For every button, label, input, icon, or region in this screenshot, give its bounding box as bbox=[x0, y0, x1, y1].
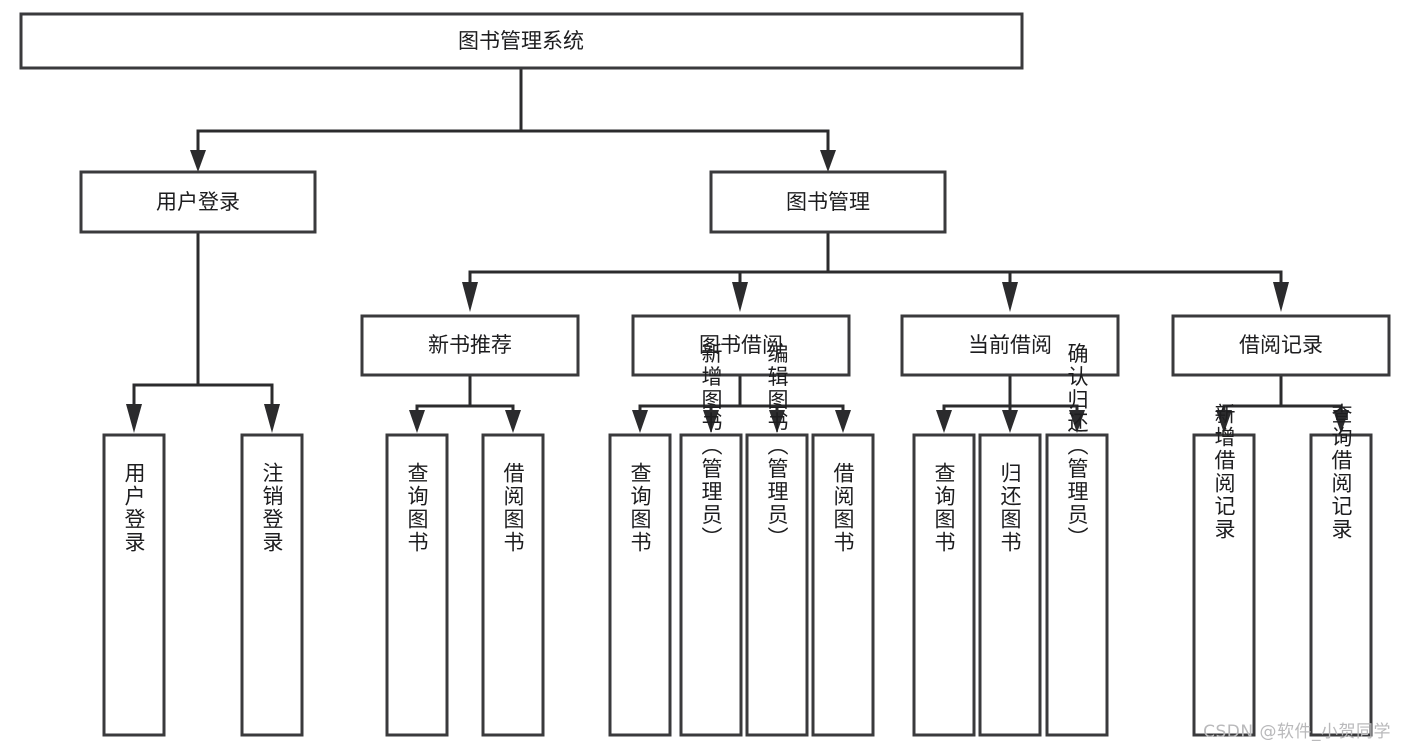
node-borrow-records-label: 借阅记录 bbox=[1239, 333, 1323, 357]
arrow-currentborrow-leaf-2 bbox=[1002, 410, 1018, 433]
node-book-borrow-box[interactable] bbox=[631, 314, 851, 377]
leaf-borrow-query-book-box[interactable] bbox=[608, 433, 672, 737]
connector-bookmanage-to-level3 bbox=[468, 230, 1283, 292]
arrow-to-borrow-records bbox=[1273, 282, 1289, 312]
leaf-records-add-record[interactable]: 新增借阅记录 bbox=[1192, 403, 1256, 737]
connector-layer bbox=[126, 66, 1349, 433]
arrow-newbook-leaf-1 bbox=[409, 410, 425, 433]
arrow-bookborrow-leaf-4 bbox=[835, 410, 851, 433]
leaf-records-query-record-label: 查询借阅记录 bbox=[1329, 403, 1353, 541]
leaf-current-query-book[interactable]: 查询图书 bbox=[912, 433, 976, 737]
node-user-login[interactable]: 用户登录 bbox=[79, 170, 317, 234]
arrow-bookborrow-leaf-2 bbox=[703, 410, 719, 433]
leaf-borrow-add-book-label: 新增图书（管理员） bbox=[699, 343, 723, 550]
leaf-borrow-edit-book[interactable]: 编辑图书（管理员） bbox=[745, 343, 809, 737]
arrow-records-leaf-1 bbox=[1216, 410, 1232, 433]
leaf-borrow-query-book-label: 查询图书 bbox=[628, 462, 652, 554]
leaf-current-confirm-return-box[interactable] bbox=[1045, 433, 1109, 737]
leaf-current-confirm-return[interactable]: 确认归还（管理员） bbox=[1045, 343, 1109, 737]
leaf-borrow-add-book[interactable]: 新增图书（管理员） bbox=[679, 343, 743, 737]
leaf-user-login[interactable]: 用户登录 bbox=[102, 433, 166, 737]
leaf-newbook-borrow-book-label: 借阅图书 bbox=[501, 462, 525, 554]
leaf-records-add-record-label: 新增借阅记录 bbox=[1212, 403, 1236, 541]
node-new-book-recommend-label: 新书推荐 bbox=[428, 333, 512, 357]
leaf-user-login-box[interactable] bbox=[102, 433, 166, 737]
connector-newbook-to-leaves bbox=[415, 373, 515, 418]
leaf-borrow-borrow-book-box[interactable] bbox=[811, 433, 875, 737]
leaf-current-return-book-box[interactable] bbox=[978, 433, 1042, 737]
leaf-logout-box[interactable] bbox=[240, 433, 304, 737]
leaf-current-query-book-box[interactable] bbox=[912, 433, 976, 737]
node-root-label: 图书管理系统 bbox=[458, 29, 584, 53]
leaf-borrow-edit-book-box[interactable] bbox=[745, 433, 809, 737]
arrow-to-leaf-user-login bbox=[126, 404, 142, 433]
arrow-to-book-manage bbox=[820, 150, 836, 172]
arrow-records-leaf-2 bbox=[1333, 410, 1349, 433]
arrow-to-new-book-rec bbox=[462, 282, 478, 312]
node-new-book-recommend-box[interactable] bbox=[360, 314, 580, 377]
leaf-borrow-borrow-book[interactable]: 借阅图书 bbox=[811, 433, 875, 737]
leaf-current-return-book-label: 归还图书 bbox=[998, 462, 1022, 554]
node-new-book-recommend[interactable]: 新书推荐 bbox=[360, 314, 580, 377]
leaf-borrow-edit-book-label: 编辑图书（管理员） bbox=[765, 343, 789, 550]
connector-records-to-leaves bbox=[1222, 373, 1343, 418]
leaf-newbook-query-book-label: 查询图书 bbox=[405, 462, 429, 554]
node-user-login-box[interactable] bbox=[79, 170, 317, 234]
node-book-borrow[interactable]: 图书借阅 bbox=[631, 314, 851, 377]
arrow-newbook-leaf-2 bbox=[505, 410, 521, 433]
arrow-to-book-borrow bbox=[732, 282, 748, 312]
node-current-borrow-label: 当前借阅 bbox=[968, 333, 1052, 357]
arrow-bookborrow-leaf-1 bbox=[632, 410, 648, 433]
leaf-newbook-borrow-book-box[interactable] bbox=[481, 433, 545, 737]
arrow-to-leaf-logout bbox=[264, 404, 280, 433]
leaf-current-return-book[interactable]: 归还图书 bbox=[978, 433, 1042, 737]
leaf-newbook-borrow-book[interactable]: 借阅图书 bbox=[481, 433, 545, 737]
arrow-bookborrow-leaf-3 bbox=[769, 410, 785, 433]
leaf-user-login-label: 用户登录 bbox=[122, 462, 146, 554]
arrow-to-user-login bbox=[190, 150, 206, 172]
connector-bookborrow-to-leaves bbox=[638, 373, 845, 418]
leaf-borrow-query-book[interactable]: 查询图书 bbox=[608, 433, 672, 737]
node-book-management-label: 图书管理 bbox=[786, 190, 870, 214]
arrow-currentborrow-leaf-3 bbox=[1069, 410, 1085, 433]
leaf-current-confirm-return-label: 确认归还（管理员） bbox=[1065, 343, 1089, 550]
node-current-borrow[interactable]: 当前借阅 bbox=[900, 314, 1120, 377]
connector-root-to-level2 bbox=[196, 66, 830, 162]
node-book-management-box[interactable] bbox=[709, 170, 947, 234]
leaf-newbook-query-book-box[interactable] bbox=[385, 433, 449, 737]
leaf-records-query-record-box[interactable] bbox=[1309, 433, 1373, 737]
node-borrow-records-box[interactable] bbox=[1171, 314, 1391, 377]
node-borrow-records[interactable]: 借阅记录 bbox=[1171, 314, 1391, 377]
leaf-logout-label: 注销登录 bbox=[260, 462, 284, 554]
node-root-box[interactable] bbox=[19, 12, 1024, 70]
arrow-to-current-borrow bbox=[1002, 282, 1018, 312]
node-current-borrow-box[interactable] bbox=[900, 314, 1120, 377]
leaf-borrow-add-book-box[interactable] bbox=[679, 433, 743, 737]
node-root[interactable]: 图书管理系统 bbox=[19, 12, 1024, 70]
leaf-borrow-borrow-book-label: 借阅图书 bbox=[831, 462, 855, 554]
node-book-borrow-label: 图书借阅 bbox=[699, 333, 783, 357]
connector-userlogin-to-leaves bbox=[132, 230, 274, 414]
leaf-records-query-record[interactable]: 查询借阅记录 bbox=[1309, 403, 1373, 737]
connector-currentborrow-to-leaves bbox=[942, 373, 1079, 418]
node-user-login-label: 用户登录 bbox=[156, 190, 240, 214]
leaf-current-query-book-label: 查询图书 bbox=[932, 462, 956, 554]
leaf-logout[interactable]: 注销登录 bbox=[240, 433, 304, 737]
arrow-currentborrow-leaf-1 bbox=[936, 410, 952, 433]
leaf-records-add-record-box[interactable] bbox=[1192, 433, 1256, 737]
leaf-newbook-query-book[interactable]: 查询图书 bbox=[385, 433, 449, 737]
node-book-management[interactable]: 图书管理 bbox=[709, 170, 947, 234]
